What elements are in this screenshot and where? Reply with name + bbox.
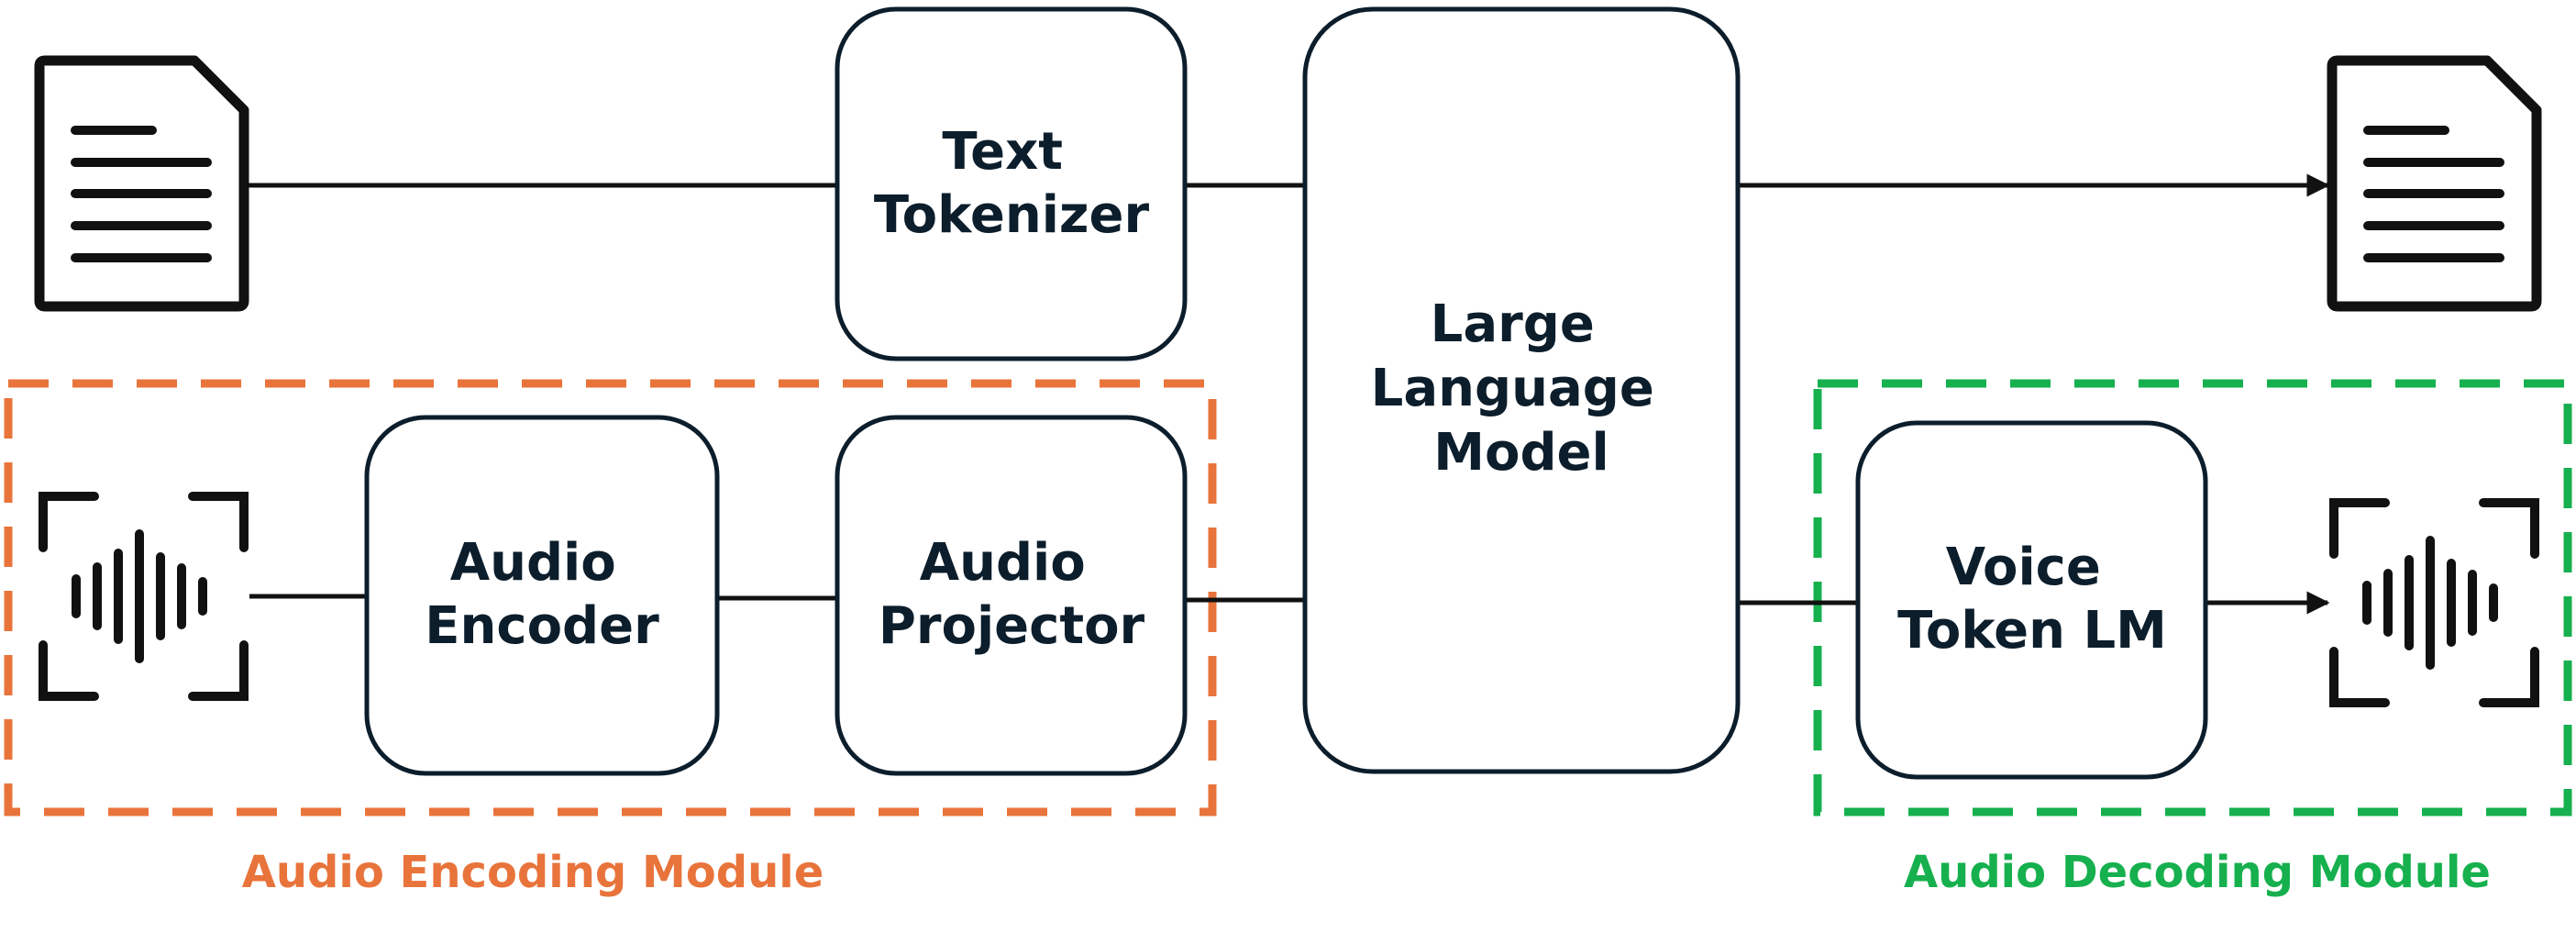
connectors — [246, 173, 2330, 615]
audio-encoder-node: Audio Encoder — [364, 415, 720, 776]
text-tokenizer-label-line-2: Tokenizer — [874, 185, 1150, 245]
large-language-model-label-line-3: Model — [1433, 423, 1609, 483]
svg-text:Voice Token LM: Voice Token LM — [1897, 538, 2167, 661]
input-document-icon — [34, 55, 249, 312]
audio-projector-label-line-2: Projector — [879, 596, 1145, 656]
input-audio-waveform-icon — [39, 492, 249, 701]
large-language-model-label-line-1: Large — [1431, 294, 1595, 354]
audio-decoding-module-box — [1813, 379, 2572, 816]
text-tokenizer-label-line-1: Text — [942, 122, 1063, 182]
voice-token-lm-label-line-2: Token LM — [1897, 601, 2167, 661]
large-language-model-node: Large Language Model — [1302, 6, 1741, 774]
output-document-icon — [2327, 55, 2542, 312]
svg-text:Audio Projector: Audio Projector — [879, 533, 1145, 656]
svg-text:Large Language Mod: Large Language Model — [1371, 294, 1673, 483]
voice-token-lm-label-line-1: Voice — [1946, 538, 2101, 597]
audio-encoder-label-line-1: Audio — [450, 533, 616, 593]
large-language-model-label-line-2: Language — [1371, 359, 1654, 418]
audio-decoding-module-label: Audio Decoding Module — [1904, 847, 2491, 898]
svg-text:Text Tokenizer: Text Tokenizer — [874, 122, 1150, 245]
audio-encoding-module-label: Audio Encoding Module — [242, 847, 824, 898]
audio-projector-node: Audio Projector — [835, 415, 1188, 776]
audio-projector-label-line-1: Audio — [920, 533, 1086, 593]
text-tokenizer-node: Text Tokenizer — [835, 6, 1188, 361]
output-audio-waveform-icon — [2329, 498, 2539, 707]
svg-text:Audio Encoder: Audio Encoder — [425, 533, 659, 656]
voice-token-lm-node: Voice Token LM — [1855, 420, 2208, 780]
audio-encoder-label-line-2: Encoder — [425, 596, 659, 656]
